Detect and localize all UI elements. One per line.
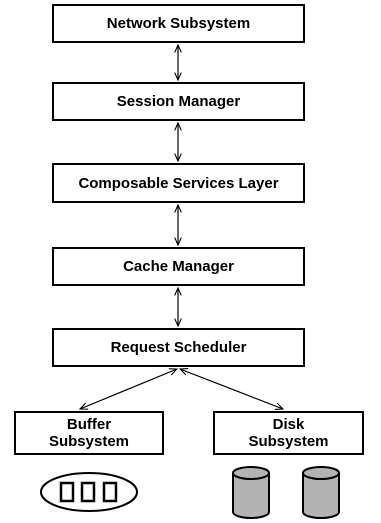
disk-cylinder-icon — [302, 466, 340, 519]
buffer-subsystem-label-line2: Subsystem — [48, 433, 130, 450]
buffer-slot-icon — [59, 481, 75, 503]
session-manager-box: Session Manager — [52, 82, 305, 121]
cache-manager-box: Cache Manager — [52, 247, 305, 286]
network-subsystem-box: Network Subsystem — [52, 4, 305, 43]
composable-services-layer-box: Composable Services Layer — [52, 163, 305, 203]
request-scheduler-label: Request Scheduler — [110, 339, 247, 356]
request-scheduler-box: Request Scheduler — [52, 328, 305, 367]
buffer-pool-icon — [40, 472, 138, 512]
disk-cylinder-icon — [232, 466, 270, 519]
session-manager-label: Session Manager — [116, 93, 241, 110]
buffer-subsystem-label-line1: Buffer — [66, 416, 112, 433]
arrow-scheduler-disk — [180, 369, 283, 409]
buffer-subsystem-box: Buffer Subsystem — [14, 411, 164, 455]
buffer-slot-icon — [80, 481, 96, 503]
composable-services-layer-label: Composable Services Layer — [78, 174, 279, 192]
cache-manager-label: Cache Manager — [123, 258, 234, 275]
disk-subsystem-box: Disk Subsystem — [213, 411, 364, 455]
network-subsystem-label: Network Subsystem — [106, 15, 251, 32]
disk-subsystem-label-line2: Subsystem — [248, 433, 329, 450]
disk-subsystem-label-line1: Disk — [272, 416, 305, 433]
buffer-slot-icon — [102, 481, 118, 503]
arrow-scheduler-buffer — [80, 369, 177, 409]
